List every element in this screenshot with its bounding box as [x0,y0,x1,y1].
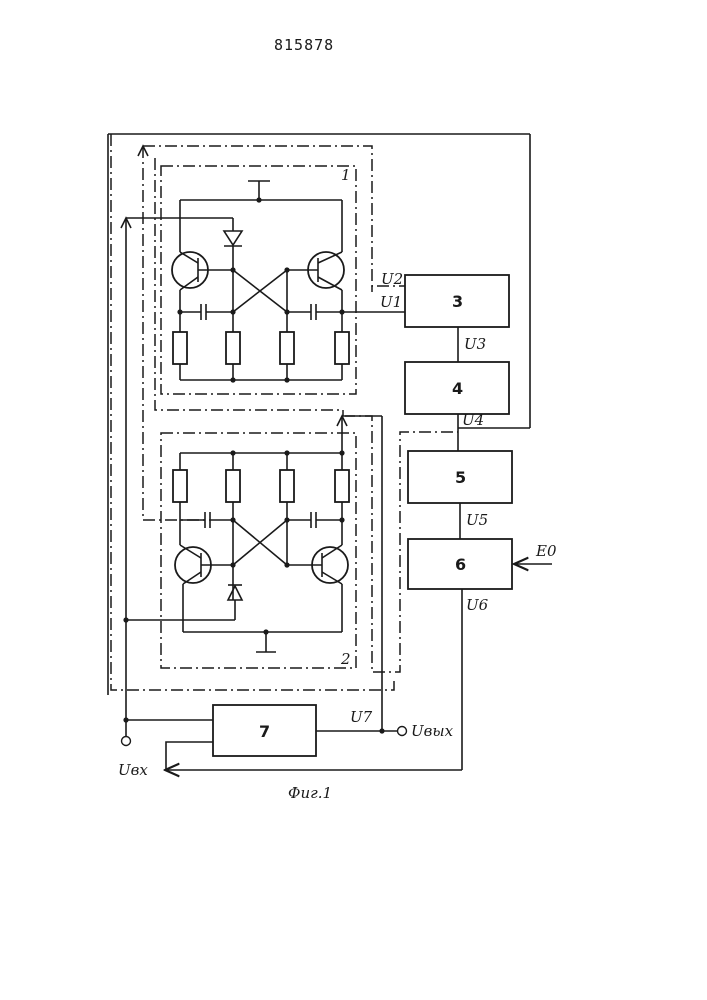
resistor-r1 [173,332,187,364]
resistor-r4 [335,332,349,364]
signal-u2: U2 [381,270,403,288]
signal-u3: U3 [464,335,486,353]
label-block-2: 2 [340,650,351,668]
signal-u5: U5 [466,511,488,529]
label-block-4: 4 [452,379,463,398]
figure-caption: Фиг.1 [288,784,332,802]
signal-u4: U4 [462,411,484,429]
resistor-r8 [335,470,349,502]
diode-bottom [228,586,242,600]
diode-top [224,231,242,245]
resistor-r2 [226,332,240,364]
resistor-r6 [226,470,240,502]
signal-e0: E0 [535,542,557,560]
label-block-5: 5 [455,468,466,487]
label-block-1: 1 [341,166,351,184]
label-block-3: 3 [452,292,463,311]
input-terminal [122,737,131,746]
signal-u1: U1 [380,293,402,311]
output-terminal [398,727,407,736]
signal-u6: U6 [466,596,489,614]
label-block-6: 6 [455,555,466,574]
resistor-r5 [173,470,187,502]
signal-u-in: Uвх [118,761,148,779]
signal-u-out: Uвых [411,722,454,740]
label-block-7: 7 [259,722,270,741]
signal-u7: U7 [350,708,373,726]
resistor-r7 [280,470,294,502]
resistor-r3 [280,332,294,364]
